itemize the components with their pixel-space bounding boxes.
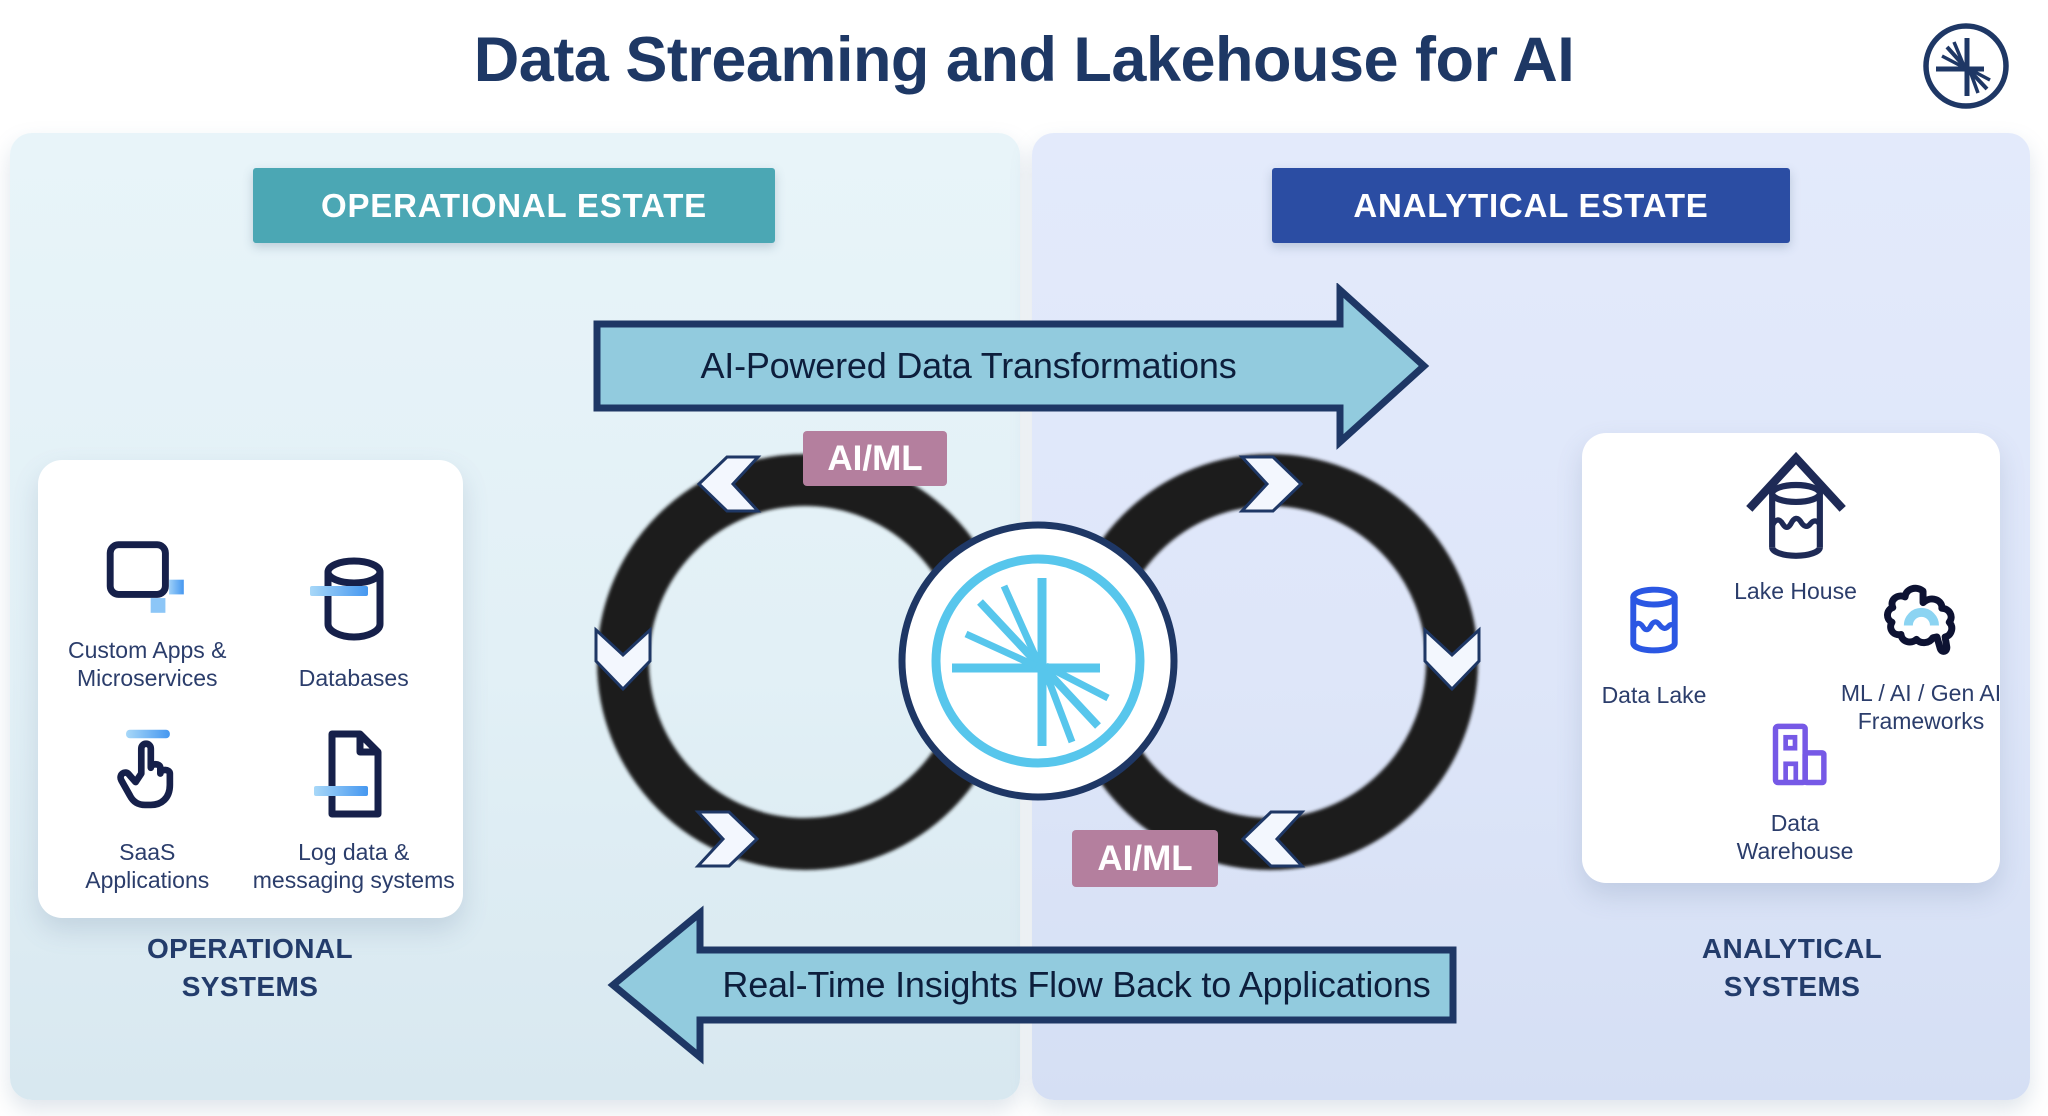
card-item-label: Data Lake	[1601, 682, 1707, 708]
analytical-estate-badge: ANALYTICAL ESTATE	[1272, 168, 1790, 243]
card-item-data-lake: Data Lake	[1584, 579, 1724, 709]
card-item-label: ML / AI / Gen AI Frameworks	[1840, 680, 2002, 735]
loop-chevrons	[594, 455, 1481, 868]
card-item-label: SaaS Applications	[85, 838, 210, 893]
aiml-badge-bottom: AI/ML	[1072, 830, 1218, 887]
lake-house-icon	[1745, 451, 1846, 559]
bottom-flow-arrow-label: Real-Time Insights Flow Back to Applicat…	[722, 964, 1431, 1005]
card-item-saas: SaaS Applications	[44, 692, 251, 894]
page-title: Data Streaming and Lakehouse for AI	[473, 25, 1575, 95]
confluent-logo-icon	[1923, 23, 2009, 109]
card-item-log-data: Log data & messaging systems	[251, 692, 458, 894]
card-item-label: Custom Apps & Microservices	[67, 636, 227, 691]
chevron-down-icon	[594, 626, 652, 692]
operational-systems-card: Custom Apps & Microservices	[38, 460, 463, 918]
card-item-data-warehouse: Data Warehouse	[1710, 717, 1880, 865]
data-lake-icon	[1630, 586, 1678, 654]
analytical-systems-card: Lake House Data Lake ML / AI / Gen AI Fr…	[1582, 433, 2001, 883]
operational-systems-label: OPERATIONAL SYSTEMS	[146, 933, 354, 1002]
card-item-databases: Databases	[251, 490, 458, 692]
chevron-left-icon	[696, 455, 762, 513]
saas-applications-icon	[117, 729, 174, 809]
ml-ai-frameworks-icon	[1884, 584, 1956, 655]
bottom-flow-arrow	[607, 905, 1457, 1065]
card-item-label: Log data & messaging systems	[252, 838, 455, 893]
card-item-custom-apps: Custom Apps & Microservices	[44, 490, 251, 692]
confluent-center-logo-icon	[898, 521, 1178, 801]
card-item-ml-ai-frameworks: ML / AI / Gen AI Frameworks	[1826, 577, 2016, 735]
operational-estate-badge: OPERATIONAL ESTATE	[253, 168, 775, 243]
chevron-right-icon	[694, 810, 760, 868]
card-item-label: Data Warehouse	[1736, 810, 1854, 865]
log-data-icon	[313, 730, 382, 818]
data-warehouse-icon	[1772, 723, 1827, 786]
infinity-loop	[594, 454, 1481, 870]
top-flow-arrow-label: AI-Powered Data Transformations	[700, 345, 1237, 386]
aiml-badge-top: AI/ML	[803, 431, 947, 486]
chevron-down-icon	[1423, 626, 1481, 692]
custom-apps-icon	[107, 541, 185, 613]
card-item-label: Databases	[298, 664, 409, 691]
card-item-label: Lake House	[1734, 578, 1857, 604]
chevron-left-icon	[1240, 810, 1306, 868]
analytical-systems-label: ANALYTICAL SYSTEMS	[1701, 933, 1883, 1002]
top-flow-arrow	[593, 283, 1430, 450]
chevron-right-icon	[1238, 455, 1304, 513]
card-item-lake-house: Lake House	[1708, 447, 1883, 605]
databases-icon	[309, 557, 384, 641]
